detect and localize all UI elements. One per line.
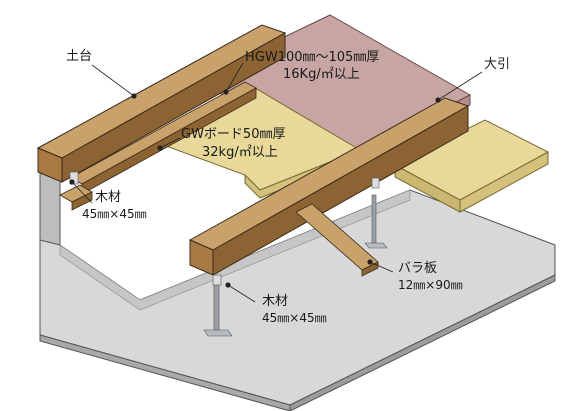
- label-timber-bottom-line1: 木材: [262, 294, 288, 309]
- label-gw-line1: GWボード50㎜厚: [181, 127, 285, 142]
- label-sill: 土台: [66, 49, 92, 64]
- label-timber-left-line1: 木材: [95, 190, 121, 205]
- batten-board: [295, 203, 379, 277]
- label-gw-line2: 32kg/㎡以上: [202, 145, 278, 160]
- concrete-foundation: [39, 164, 556, 411]
- label-hgw-line2: 16Kg/㎡以上: [283, 67, 360, 82]
- steel-post-front: [203, 274, 233, 337]
- gw-board-right: [393, 119, 550, 213]
- timber-support-left: [59, 81, 257, 211]
- sill-beam: [36, 24, 287, 183]
- girder-beam-back: [188, 97, 470, 276]
- label-timber-bottom-line2: 45㎜×45㎜: [262, 311, 327, 325]
- label-batten-line1: バラ板: [398, 261, 437, 276]
- label-girder: 大引: [484, 57, 510, 72]
- steel-post-right: [364, 177, 388, 249]
- label-batten-line2: 12㎜×90㎜: [398, 278, 463, 292]
- label-timber-left-line2: 45㎜×45㎜: [82, 207, 147, 221]
- leader-lines: [69, 62, 483, 303]
- label-hgw-line1: HGW100㎜～105㎜厚: [245, 50, 379, 65]
